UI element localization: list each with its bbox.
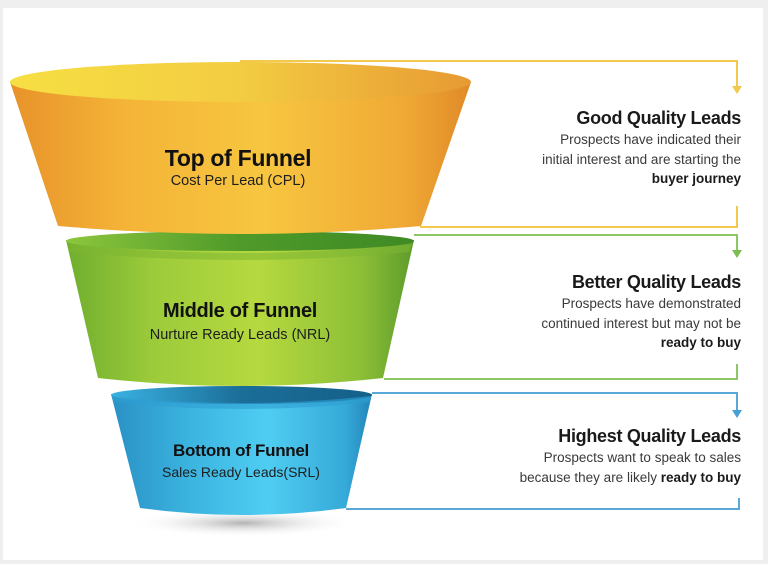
bottom-funnel-shape — [111, 386, 372, 515]
funnel-shadow — [128, 509, 358, 537]
arrow-down-icon — [732, 250, 742, 258]
top-funnel-subtitle: Cost Per Lead (CPL) — [170, 173, 306, 190]
middle-funnel-subtitle: Nurture Ready Leads (NRL) — [149, 327, 331, 343]
bottom-funnel-title: Bottom of Funnel — [173, 441, 309, 460]
middle-funnel-title: Middle of Funnel — [162, 300, 318, 322]
description-bold: ready to buy — [660, 469, 741, 485]
better-quality-leads-heading: Better Quality Leads — [571, 272, 741, 292]
middle-funnel-shape — [66, 231, 414, 386]
description-line: Prospects have demonstrated — [561, 296, 741, 311]
arrow-down-icon — [732, 86, 742, 94]
top-stage-description: Good Quality Leads Prospects have indica… — [471, 106, 741, 189]
description-line: Prospects have indicated their — [560, 132, 741, 147]
top-funnel-title: Top of Funnel — [164, 145, 312, 171]
good-quality-leads-heading: Good Quality Leads — [576, 108, 741, 128]
top-funnel-shape — [10, 62, 471, 234]
bottom-funnel-subtitle: Sales Ready Leads(SRL) — [162, 463, 320, 480]
connector-middle — [384, 234, 738, 380]
middle-funnel-label: Middle of Funnel Nurture Ready Leads (NR… — [100, 300, 380, 344]
bottom-funnel-label: Bottom of Funnel Sales Ready Leads(SRL) — [110, 441, 372, 480]
middle-stage-description: Better Quality Leads Prospects have demo… — [471, 270, 741, 353]
connector-top — [240, 60, 738, 228]
highest-quality-leads-heading: Highest Quality Leads — [558, 426, 741, 446]
description-bold: buyer journey — [651, 171, 741, 186]
description-line: because they are likely — [519, 469, 657, 485]
bottom-stage-description: Highest Quality Leads Prospects want to … — [441, 424, 742, 487]
description-line: continued interest but may not be — [541, 315, 741, 331]
description-line: initial interest and are starting the — [542, 151, 741, 167]
top-funnel-label: Top of Funnel Cost Per Lead (CPL) — [98, 145, 378, 191]
description-bold: ready to buy — [660, 335, 741, 350]
arrow-down-icon — [732, 410, 742, 418]
description-line: Prospects want to speak to sales — [543, 450, 741, 465]
connector-bottom — [346, 392, 740, 510]
